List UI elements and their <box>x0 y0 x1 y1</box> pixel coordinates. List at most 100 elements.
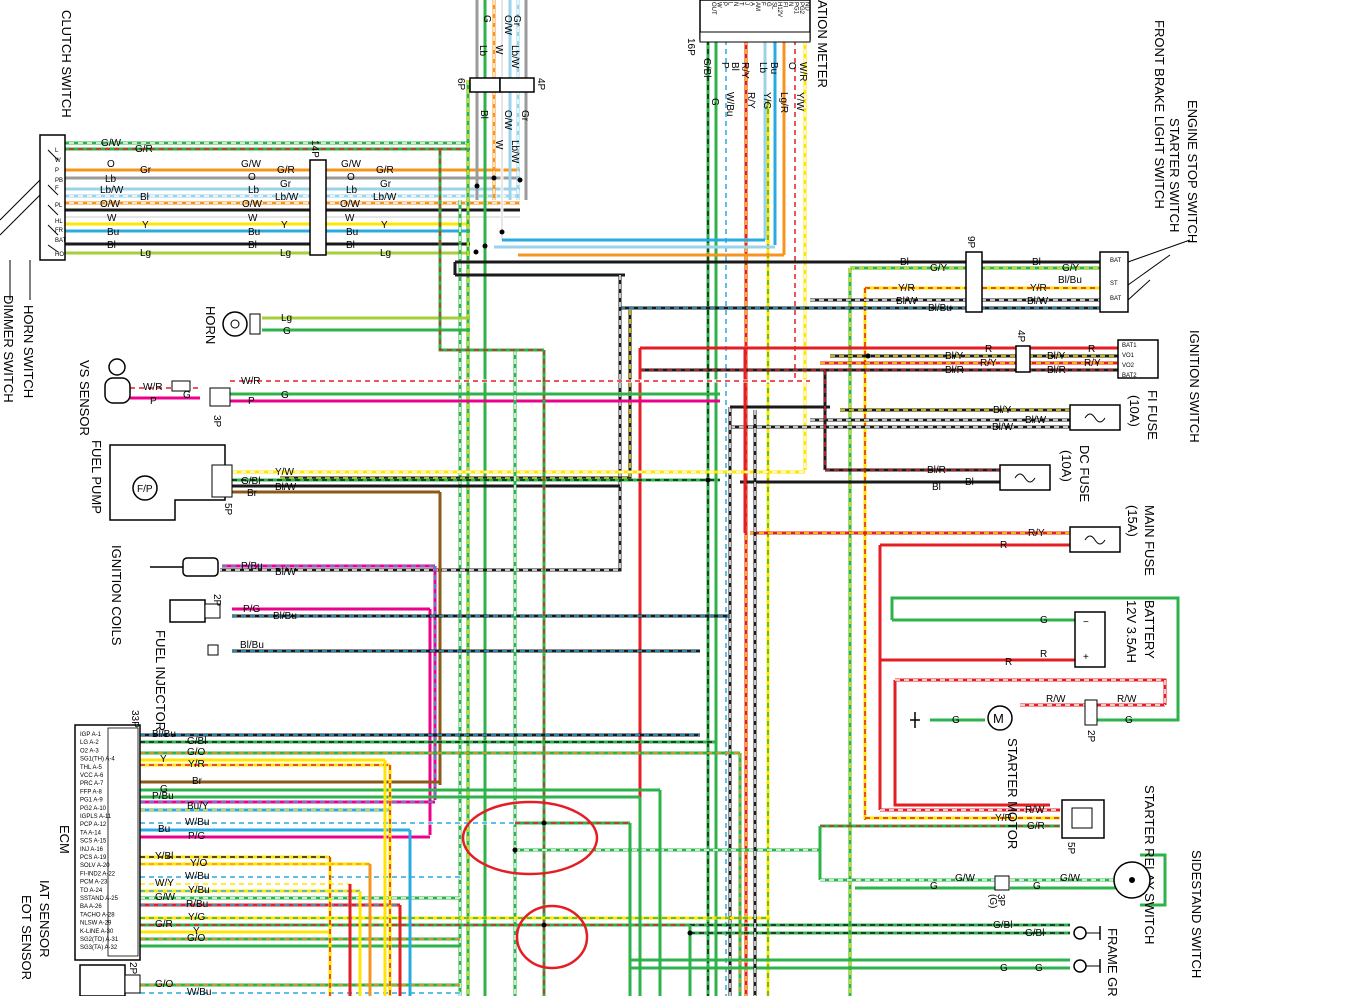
clutch-pin-label: L <box>55 148 59 154</box>
frame-ground-label: FRAME GR <box>1105 928 1120 996</box>
connector-5p-relay-label: 5P <box>1065 842 1076 855</box>
horn-label: HORN <box>203 306 218 344</box>
wire-label: Bl <box>900 257 909 268</box>
clutch-pin-label: FR <box>55 228 64 234</box>
ecm-pin-label: IGP A-1 <box>80 732 102 738</box>
ecm-pin-label: VCC A-6 <box>80 773 104 779</box>
eot-sensor-label: EOT SENSOR <box>19 895 34 980</box>
horn: HORN <box>203 306 261 344</box>
meter-pin-label: H12V <box>776 2 782 17</box>
starter-motor-label: STARTER MOTOR <box>1005 738 1020 849</box>
ecm-pin-label: NLSW A-29 <box>80 921 112 927</box>
wire-label: Bl/R <box>945 365 964 376</box>
connector-bottom-2p-label: 2P <box>127 962 138 975</box>
wire-label: Lg/R <box>778 92 789 113</box>
meter-pin-label: F <box>760 2 766 6</box>
wire-label: O <box>248 172 256 183</box>
ecm-pin-label: PCP A-12 <box>80 822 107 828</box>
wire-label: W/Bu <box>187 987 211 996</box>
wire-label: Lb <box>757 62 768 74</box>
wire-label: Bl <box>478 110 489 119</box>
wire-label: Y/R <box>898 283 915 294</box>
wire-label: R/Y <box>745 92 756 109</box>
clutch-pin-label: PL <box>55 203 63 209</box>
wire-label: G/W <box>955 873 976 884</box>
wire-label: Lb <box>477 45 488 57</box>
starter-motor: M STARTER MOTOR 2P <box>910 699 1098 849</box>
meter-pin-label: J <box>743 2 749 5</box>
wire-label: G <box>481 15 492 23</box>
clutch-pin-label: HO <box>55 252 64 258</box>
meter-pin-label: PG1 <box>793 2 799 15</box>
meter-pin-label: N <box>787 2 793 6</box>
wire-label: R <box>1088 344 1095 355</box>
ecm: 33P ECM IAT SENSOR EOT SENSOR IGP A-1LG … <box>19 710 141 996</box>
connector-9p-label: 9P <box>965 236 976 249</box>
meter-label: ATION METER <box>815 0 830 88</box>
clutch-switch: CLUTCH SWITCH HORN SWITCH DIMMER SWITCH … <box>0 10 74 403</box>
wire-label: Bl <box>248 240 257 251</box>
wire-label: Gr <box>511 15 522 27</box>
connector-16p-label: 16P <box>685 38 696 56</box>
ecm-pin-label: THL A-5 <box>80 765 102 771</box>
wire-label: Y/R <box>1030 283 1047 294</box>
vs-label: VS SENSOR <box>77 360 92 436</box>
frame-ground: FRAME GR <box>1073 926 1120 996</box>
wire-label: Bl <box>729 62 740 71</box>
wire-label: Gr <box>280 179 292 190</box>
connector-2p-label: 2P <box>211 594 222 607</box>
ecm-pin-label: SG3(TA) A-32 <box>80 945 118 951</box>
ecm-pin-label: K-LINE A-30 <box>80 929 114 935</box>
connector-3p-side-label: 3P <box>995 894 1006 907</box>
connector-4p-ign-label: 4P <box>1015 330 1026 343</box>
wire-label: O/W <box>100 199 121 210</box>
wire-label: O <box>347 172 355 183</box>
main-fuse-rating: (15A) <box>1125 505 1140 537</box>
wire-label: G <box>709 98 720 106</box>
ecm-pin-label: SSTAND A-25 <box>80 896 119 902</box>
wire-label: Bl/W <box>1027 296 1049 307</box>
wire-label: G/Y <box>930 263 948 274</box>
engine-stop-pin-label: BAT <box>1110 296 1122 302</box>
dc-fuse-label: DC FUSE <box>1077 445 1092 502</box>
wire-label: R <box>1000 540 1007 551</box>
wire-label: Lb <box>346 185 358 196</box>
top-bundle <box>458 0 528 996</box>
connector-14p: 14P <box>309 140 327 256</box>
starter-motor-symbol: M <box>993 711 1004 726</box>
clutch-switch-label: CLUTCH SWITCH <box>59 10 74 118</box>
wire-label: Bl/Y <box>945 351 964 362</box>
wire-label: Bu/Y <box>187 801 209 812</box>
wire-label: O/W <box>502 110 513 131</box>
wire-label: Y/O <box>190 858 207 869</box>
ecm-pin-label: BA A-26 <box>80 904 102 910</box>
wire-label: Y <box>381 220 388 231</box>
wire-label: W <box>493 140 504 150</box>
main-fuse-label: MAIN FUSE <box>1142 505 1157 576</box>
wire-label: W/R <box>241 376 260 387</box>
wire-label: G <box>183 390 191 401</box>
sidestand-label: SIDESTAND SWITCH <box>1189 850 1204 978</box>
wire-label: Bu <box>158 824 170 835</box>
wire-label: Bl <box>140 192 149 203</box>
wire-label: W <box>107 213 117 224</box>
starter-relay-label: STARTER RELAY SWITCH <box>1142 785 1157 944</box>
dc-fuse: DC FUSE (10A) <box>999 445 1092 502</box>
wire-label: Bl/Bu <box>152 729 176 740</box>
clutch-pin-label: W <box>55 158 61 164</box>
wire-label: P/G <box>243 604 260 615</box>
fi-fuse-rating: (10A) <box>1127 395 1142 427</box>
wire-label: P/Bu <box>152 791 174 802</box>
wire-label: Bl/Y <box>993 405 1012 416</box>
starter-relay-switch: 5P STARTER RELAY SWITCH <box>1061 785 1157 944</box>
meter-pin-label: L <box>727 2 733 6</box>
wire-label: O/W <box>242 199 263 210</box>
wire-label: G <box>1035 963 1043 974</box>
connector-4p-label: 4P <box>535 78 546 91</box>
meter-pin-label: FI <box>782 2 788 8</box>
engine-stop-pin-label: ST <box>1110 281 1118 287</box>
wire-label: Y <box>160 754 167 765</box>
ignition-pin-label: VO2 <box>1122 363 1135 369</box>
ecm-pin-label: INJ A-16 <box>80 847 104 853</box>
